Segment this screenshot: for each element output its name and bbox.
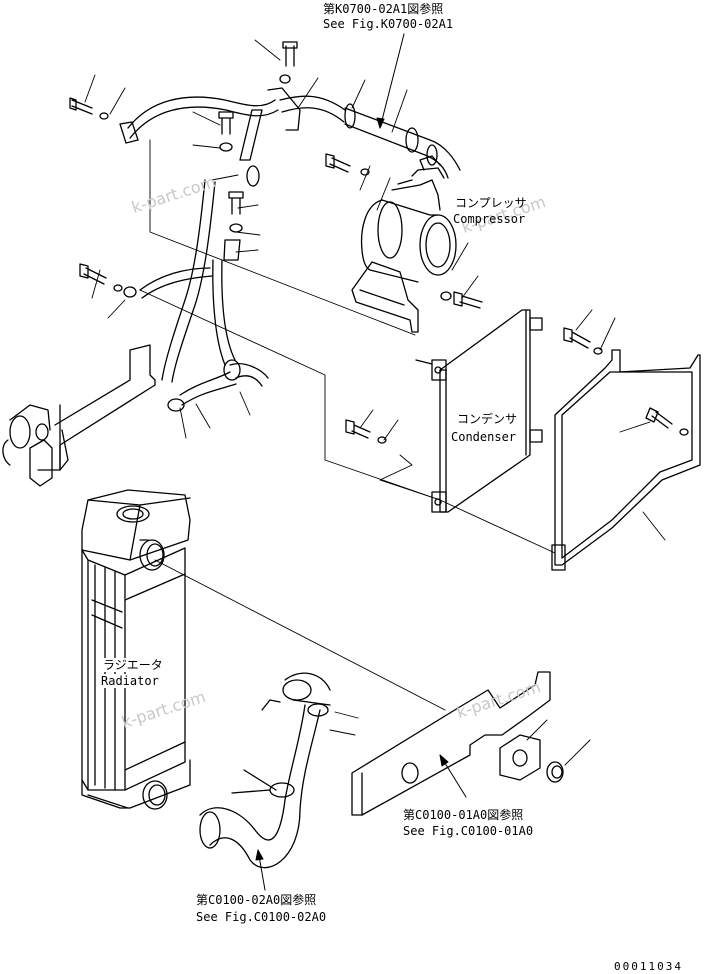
bolt	[279, 41, 298, 84]
washer	[246, 165, 260, 187]
bolt	[645, 407, 689, 436]
radiator-label-en: Radiator	[100, 674, 160, 688]
top-reference-ja: 第K0700-02A1図参照	[322, 2, 445, 16]
hose-reference-ja: 第C0100-02A0図参照	[195, 893, 318, 907]
condenser-label-en: Condenser	[451, 430, 517, 444]
washer	[123, 286, 137, 298]
assembly-lines	[139, 139, 556, 711]
bolt	[79, 263, 123, 292]
bolt	[563, 327, 603, 355]
bracket-reference-ja: 第C0100-01A0図参照	[402, 808, 525, 822]
fasteners	[69, 41, 689, 444]
upper-hose-assembly	[119, 87, 461, 412]
bolt	[218, 111, 234, 152]
bolt	[440, 291, 483, 309]
compressor-label-ja: コンプレッサ	[455, 196, 527, 210]
radiator-unit	[81, 489, 191, 810]
bracket-reference-en: See Fig.C0100-01A0	[402, 824, 535, 838]
compressor-label-en: Compressor	[453, 212, 526, 226]
callout-leaders	[84, 39, 666, 766]
compressor-unit	[351, 155, 457, 333]
bolt	[345, 419, 387, 444]
reference-arrows	[255, 33, 467, 891]
drawing-code: 00011034	[614, 960, 683, 973]
bolt	[228, 191, 244, 233]
condenser-unit	[415, 309, 543, 513]
condenser-label-ja: コンデンサ	[457, 412, 518, 426]
left-bracket	[2, 344, 156, 487]
top-reference-en: See Fig.K0700-02A1	[322, 17, 455, 31]
radiator-label-ja: ラジエータ	[102, 658, 164, 672]
bolt	[69, 97, 109, 120]
hose-reference-en: See Fig.C0100-02A0	[195, 910, 328, 924]
condenser-cover	[551, 349, 701, 571]
radiator-lower-hose	[199, 672, 331, 869]
bolt	[325, 153, 370, 176]
radiator-bracket	[351, 671, 564, 816]
